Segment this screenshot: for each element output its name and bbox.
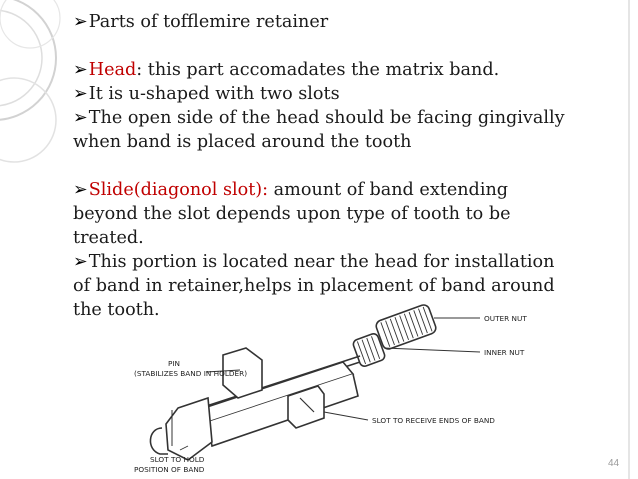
leader-lines	[179, 317, 481, 451]
line-text: beyond the slot depends upon type of too…	[73, 204, 511, 224]
text-line: treated.	[73, 226, 613, 250]
bullet-paragraph: ➢Head: this part accomadates the matrix …	[73, 58, 613, 82]
label-outer-nut: OUTER NUT	[484, 314, 527, 323]
text-line: ➢The open side of the head should be fac…	[73, 106, 613, 130]
text-line: the tooth.	[73, 298, 613, 322]
line-text: treated.	[73, 228, 144, 248]
text-line: beyond the slot depends upon type of too…	[73, 202, 613, 226]
bullet-arrow-icon: ➢	[73, 252, 88, 272]
slide-text: ➢Parts of tofflemire retainer➢Head: this…	[73, 10, 613, 322]
text-line: ➢It is u-shaped with two slots	[73, 82, 613, 106]
bullet-arrow-icon: ➢	[73, 84, 88, 104]
slide-block	[287, 385, 325, 429]
right-edge-rule	[628, 0, 630, 479]
decor-ring-inner	[0, 9, 43, 107]
highlighted-term: Head	[88, 60, 137, 80]
line-text: This portion is located near the head fo…	[88, 252, 555, 272]
retainer-head	[149, 396, 213, 461]
bullet-paragraph: ➢It is u-shaped with two slots	[73, 82, 613, 106]
outer-nut	[375, 304, 437, 350]
tofflemire-retainer-diagram: OUTER NUT INNER NUT PIN (STABILIZES BAND…	[134, 304, 527, 474]
bullet-paragraph: ➢The open side of the head should be fac…	[73, 106, 613, 154]
text-line: ➢Head: this part accomadates the matrix …	[73, 58, 613, 82]
line-text: amount of band extending	[268, 180, 509, 200]
line-text: Parts of tofflemire retainer	[88, 12, 329, 32]
decor-ring-lower	[0, 77, 57, 163]
inner-nut	[352, 333, 386, 367]
bullet-paragraph: ➢Slide(diagonol slot): amount of band ex…	[73, 178, 613, 250]
bullet-paragraph: ➢This portion is located near the head f…	[73, 250, 613, 322]
text-line: when band is placed around the tooth	[73, 130, 613, 154]
line-text: : this part accomadates the matrix band.	[136, 60, 500, 80]
bullet-arrow-icon: ➢	[73, 60, 88, 80]
paragraph-gap	[73, 154, 613, 178]
text-line: ➢Parts of tofflemire retainer	[73, 10, 613, 34]
paragraph-gap	[73, 34, 613, 58]
label-slot-hold-1: SLOT TO HOLD	[150, 455, 205, 464]
bullet-arrow-icon: ➢	[73, 180, 88, 200]
line-text: the tooth.	[73, 300, 160, 320]
label-inner-nut: INNER NUT	[484, 348, 525, 357]
bullet-arrow-icon: ➢	[73, 108, 88, 128]
bullet-arrow-icon: ➢	[73, 12, 88, 32]
label-pin-note: (STABILIZES BAND IN HOLDER)	[134, 369, 247, 378]
label-slot-ends: SLOT TO RECEIVE ENDS OF BAND	[372, 416, 495, 425]
text-line: ➢Slide(diagonol slot): amount of band ex…	[73, 178, 613, 202]
bullet-paragraph: ➢Parts of tofflemire retainer	[73, 10, 613, 34]
text-line: ➢This portion is located near the head f…	[73, 250, 613, 274]
highlighted-term: Slide(diagonol slot):	[88, 180, 269, 200]
line-text: when band is placed around the tooth	[73, 132, 412, 152]
decorative-circles	[0, 0, 61, 163]
page-number: 44	[608, 458, 620, 469]
text-line: of band in retainer,helps in placement o…	[73, 274, 613, 298]
label-slot-hold-2: POSITION OF BAND	[134, 465, 205, 474]
retainer-frame	[196, 347, 359, 448]
line-text: It is u-shaped with two slots	[88, 84, 340, 104]
decor-ring-outer	[0, 0, 57, 121]
label-pin: PIN	[168, 359, 180, 368]
decor-ring-small	[0, 0, 61, 49]
line-text: The open side of the head should be faci…	[88, 108, 565, 128]
line-text: of band in retainer,helps in placement o…	[73, 276, 555, 296]
